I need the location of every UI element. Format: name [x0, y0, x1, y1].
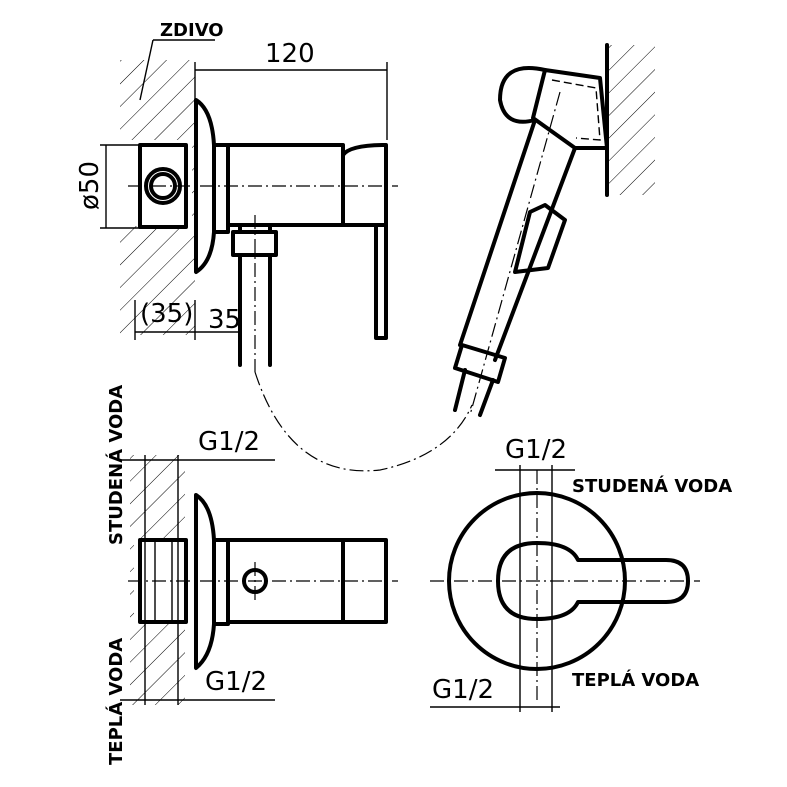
- thread-label-bottom-right: G1/2: [432, 675, 494, 705]
- hand-shower: [453, 43, 655, 417]
- lever-handle: [374, 223, 388, 340]
- shower-handle: [458, 118, 577, 362]
- shower-holder: [531, 68, 609, 150]
- wall-hatch-right: [605, 45, 655, 195]
- side-view: ZDIVO 120 ø50 (35) 35: [75, 20, 473, 472]
- shower-trigger: [513, 203, 567, 274]
- cold-water-label-right: STUDENÁ VODA: [572, 475, 732, 497]
- thread-label-top-left: G1/2: [198, 427, 260, 457]
- front-side-view: G1/2 G1/2 STUDENÁ VODA TEPLÁ VODA: [105, 385, 398, 765]
- hose-connector: [453, 343, 507, 384]
- thread-label-bottom-left: G1/2: [205, 667, 267, 697]
- width-dimension-label: 120: [265, 39, 315, 69]
- shower-head: [498, 66, 547, 124]
- outlet-offset-label: 35: [208, 305, 241, 335]
- diameter-dimension-label: ø50: [75, 161, 105, 210]
- depth-in-wall-label: (35): [140, 299, 193, 329]
- front-view: G1/2 G1/2 STUDENÁ VODA TEPLÁ VODA: [430, 435, 732, 712]
- outlet-pipe: [238, 253, 272, 367]
- cold-water-label-left: STUDENÁ VODA: [105, 385, 127, 545]
- warm-water-label-left: TEPLÁ VODA: [105, 638, 127, 765]
- valve-body: [226, 143, 345, 227]
- thread-label-top-right: G1/2: [505, 435, 567, 465]
- outlet-nut: [231, 230, 278, 257]
- hose-end: [453, 368, 495, 417]
- wall-label: ZDIVO: [160, 20, 224, 41]
- hose-path: [254, 371, 473, 472]
- lever-head: [341, 143, 388, 227]
- warm-water-label-right: TEPLÁ VODA: [572, 669, 699, 691]
